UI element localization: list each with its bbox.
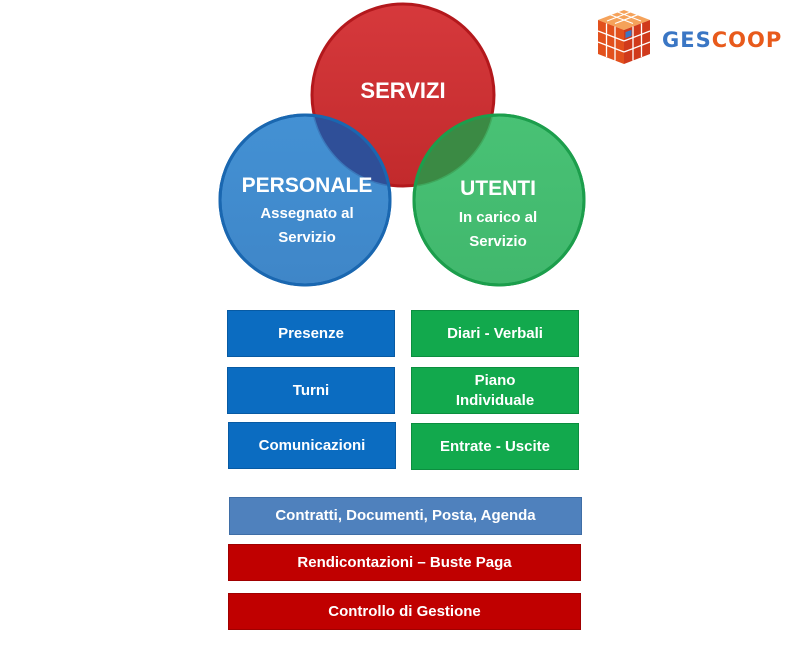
- rendicontazioni-label: Rendicontazioni – Buste Paga: [297, 553, 512, 571]
- turni-label: Turni: [292, 381, 330, 399]
- logo-text: GESCOOP: [662, 28, 782, 52]
- contratti-bar: Contratti, Documenti, Posta, Agenda: [229, 497, 582, 535]
- piano-individuale-box: Piano Individuale: [411, 367, 579, 414]
- logo-text-ges: GES: [662, 28, 712, 52]
- diari-verbali-box: Diari - Verbali: [411, 310, 579, 357]
- servizi-title: SERVIZI: [360, 78, 445, 103]
- turni-box: Turni: [227, 367, 395, 414]
- entrate-uscite-box: Entrate - Uscite: [411, 423, 579, 470]
- utenti-subtitle-line2: Servizio: [469, 233, 527, 250]
- logo-text-coop: COOP: [711, 28, 783, 52]
- controllo-gestione-label: Controllo di Gestione: [328, 602, 481, 620]
- piano-individuale-label: Piano Individuale: [455, 372, 535, 409]
- gescoop-logo: GESCOOP: [592, 6, 792, 70]
- contratti-label: Contratti, Documenti, Posta, Agenda: [275, 507, 536, 525]
- rendicontazioni-bar: Rendicontazioni – Buste Paga: [228, 544, 581, 581]
- presenze-label: Presenze: [278, 324, 344, 342]
- servizi-personale-overlap: [312, 115, 390, 186]
- servizi-utenti-overlap: [414, 115, 494, 186]
- comunicazioni-box: Comunicazioni: [228, 422, 396, 469]
- comunicazioni-label: Comunicazioni: [258, 436, 366, 454]
- diari-verbali-label: Diari - Verbali: [447, 324, 543, 342]
- personale-title: PERSONALE: [242, 174, 373, 197]
- entrate-uscite-label: Entrate - Uscite: [439, 437, 551, 455]
- utenti-subtitle-line1: In carico al: [459, 209, 537, 226]
- presenze-box: Presenze: [227, 310, 395, 357]
- personale-subtitle-line1: Assegnato al: [260, 205, 353, 222]
- personale-subtitle-line2: Servizio: [278, 229, 336, 246]
- utenti-title: UTENTI: [460, 177, 536, 200]
- venn-diagram: SERVIZI PERSONALE Assegnato al Servizio …: [218, 2, 586, 287]
- controllo-gestione-bar: Controllo di Gestione: [228, 593, 581, 630]
- cube-logo-icon: [597, 10, 651, 64]
